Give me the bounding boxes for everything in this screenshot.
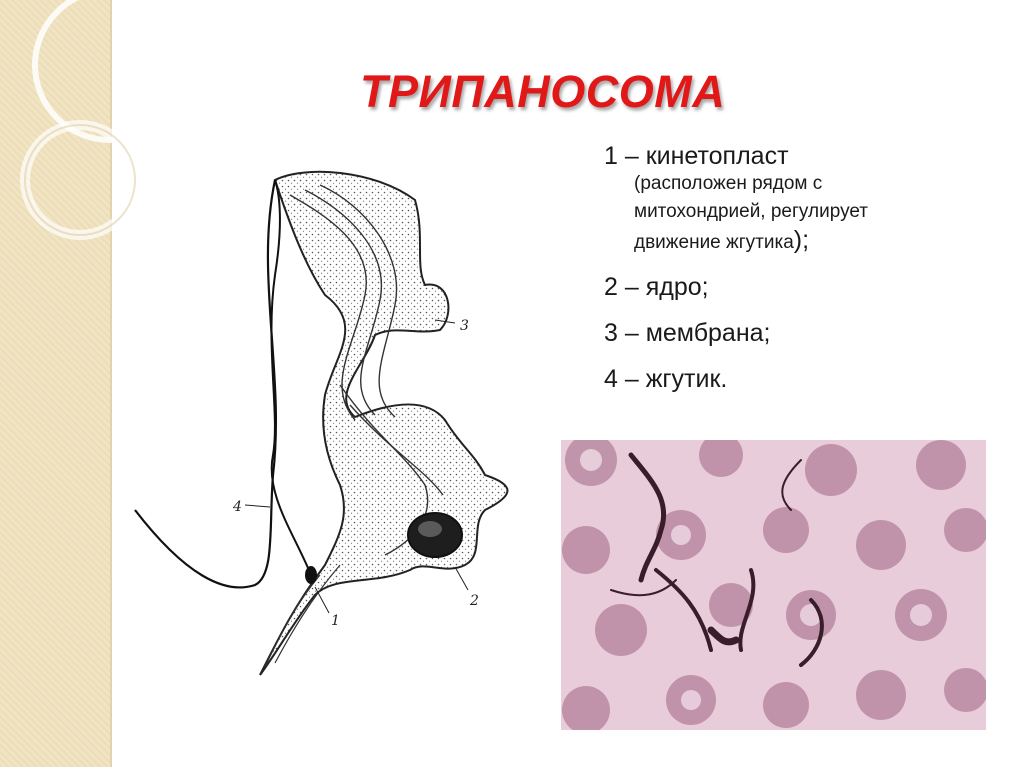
red-blood-cell [916, 440, 966, 490]
trypanosome-parasite [738, 568, 756, 652]
red-blood-cell [709, 583, 753, 627]
red-blood-cell [699, 440, 743, 477]
nucleus-highlight [418, 521, 442, 537]
flagellum-tail [134, 179, 278, 589]
trypanosome-parasite [707, 626, 740, 646]
red-blood-cell [856, 520, 906, 570]
red-blood-cell [763, 682, 809, 728]
red-blood-cell [944, 508, 986, 552]
flagellum-line [270, 179, 312, 576]
red-blood-cell [562, 526, 610, 574]
body-stripe [349, 404, 444, 496]
legend-item-nucleus: 2 – ядро; [604, 273, 709, 301]
kinetoplast-note: (расположен рядом с митохондрией, регули… [604, 170, 1004, 257]
note-line-text: движение жгутика [634, 232, 794, 253]
diagram-label-3: 3 [460, 318, 469, 334]
legend-item-kinetoplast: 1 – кинетопласт (расположен рядом с мито… [604, 140, 1004, 257]
trypanosome-diagram: 1 2 3 4 [134, 170, 509, 676]
note-line: (расположен рядом с [634, 173, 823, 194]
decorative-rings [20, 0, 188, 240]
red-blood-cell [856, 670, 906, 720]
diagram-label-2: 2 [469, 593, 479, 609]
trypanosome-parasite [781, 459, 802, 511]
body-stripe [304, 189, 383, 416]
trypanosome-parasite [654, 568, 713, 652]
red-blood-cell [562, 686, 610, 730]
red-blood-cell [595, 604, 647, 656]
note-line: движение жгутика); [634, 226, 1004, 257]
red-blood-cell [944, 668, 986, 712]
pointer-line [314, 586, 330, 614]
legend: 1 – кинетопласт (расположен рядом с мито… [604, 140, 1004, 409]
pointer-line [244, 504, 271, 508]
band-edge-line [110, 0, 112, 767]
body-stripe [274, 564, 341, 664]
body-stripe [264, 574, 321, 668]
body-stripe [319, 184, 398, 418]
note-close: ); [793, 226, 810, 254]
legend-item-label: 1 – кинетопласт [604, 142, 789, 170]
legend-item-membrane: 3 – мембрана; [604, 319, 771, 347]
trypanosome-parasite [628, 452, 667, 583]
pointer-line [454, 566, 469, 591]
slide-title: ТРИПАНОСОМА [360, 66, 726, 117]
diagram-label-1: 1 [331, 613, 340, 629]
body-stripe [289, 194, 367, 421]
red-blood-cell [805, 444, 857, 496]
blood-smear-photo [561, 440, 986, 730]
red-blood-cell [763, 507, 809, 553]
diagram-label-4: 4 [232, 499, 242, 515]
trypanosome-parasite [610, 579, 677, 597]
trypanosome-parasite [799, 598, 824, 667]
legend-item-flagellum: 4 – жгутик. [604, 365, 728, 393]
pointer-line [434, 319, 456, 324]
note-line: митохондрией, регулирует [634, 201, 868, 222]
